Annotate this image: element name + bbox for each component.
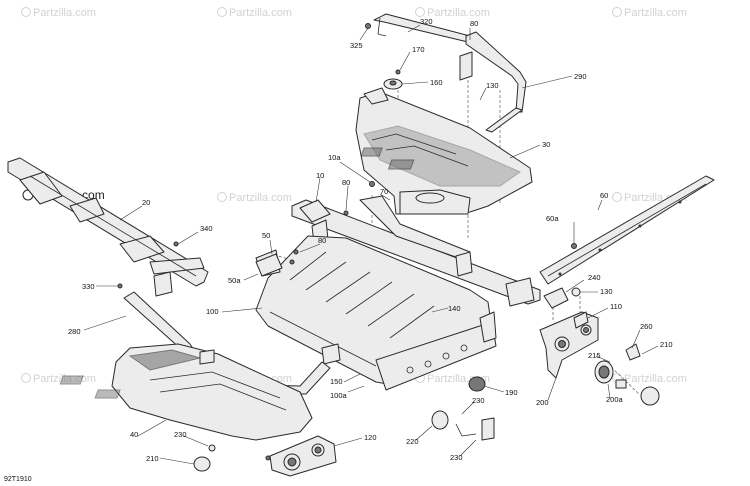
callout-160: 160 [430,78,443,87]
callout-230b: 230 [174,430,187,439]
callout-100a: 100a [330,391,348,400]
callout-80c: 80 [318,236,326,245]
callout-215: 215 [588,351,601,360]
watermark: Partzilla.com [612,7,687,19]
part-30-upper-floor-pan [355,87,533,215]
copyright-circle-icon [612,192,622,202]
callout-60: 60 [600,191,608,200]
copyright-circle-icon [612,7,622,17]
part-240-bracket [543,287,569,309]
callout-110: 110 [610,302,622,311]
copyright-circle-icon [21,7,31,17]
watermark: Partzilla.com [415,7,490,19]
callout-330: 330 [82,282,95,291]
part-10-main-chassis-frame [291,195,541,307]
callout-100: 100 [206,307,219,316]
watermark-text: Partzilla.com [33,7,96,19]
callout-210b: 210 [146,454,159,463]
copyright-circle-icon [217,192,227,202]
callout-120: 120 [364,433,377,442]
watermark: Partzilla.com [21,7,96,19]
callout-40: 40 [130,430,138,439]
misc-hardware [193,249,660,472]
callout-60a: 60a [546,214,559,223]
part-190-grommet [468,376,486,392]
callout-320: 320 [420,17,433,26]
part-230-plug-front [208,444,216,452]
callout-280: 280 [68,327,81,336]
part-60-right-side-rail [539,175,715,285]
callout-50: 50 [262,231,270,240]
callout-325: 325 [350,41,363,50]
callout-10: 10 [316,171,324,180]
callout-240: 240 [588,273,601,282]
part-290-upper-tube-frame [373,13,527,133]
callout-130b: 130 [600,287,613,296]
callout-30: 30 [542,140,550,149]
diagram-code: 92T1910 [4,476,32,483]
watermark-text: Partzilla.com [624,7,687,19]
copyright-circle-icon [415,7,425,17]
watermark: Partzilla.com [217,192,292,204]
part-130-bolt [571,287,581,297]
callout-190: 190 [505,388,518,397]
callout-210: 210 [660,340,673,349]
callout-10a: 10a [328,153,341,162]
part-210-cap-front [193,456,211,472]
callout-130: 130 [486,81,499,90]
copyright-circle-icon [217,7,227,17]
callout-290: 290 [574,72,587,81]
watermark-text: Partzilla.com [624,373,687,385]
callout-20: 20 [142,198,150,207]
part-50-bracket [255,253,283,277]
part-100-lower-floor-pan [255,235,497,391]
part-110-clip [573,311,589,329]
callout-200: 200 [536,398,549,407]
hardware-top [343,23,577,249]
callout-230: 230 [472,396,485,405]
callout-170: 170 [412,45,425,54]
part-120-front-receiver [265,435,337,477]
callout-labels: 325 320 80 170 160 290 130 30 10a 10 80 … [68,17,673,463]
watermark: Partzilla.com [21,373,96,385]
part-220-cap [431,410,449,430]
callout-70: 70 [380,187,388,196]
copyright-circle-icon [21,373,31,383]
watermark-text: Partzilla.com [229,192,292,204]
part-230-plug-right [481,417,495,441]
callout-220: 220 [406,437,419,446]
part-215-plug [615,379,627,389]
part-230-harness [455,423,477,437]
watermark-text: Partzilla.com [229,7,292,19]
callout-150: 150 [330,377,343,386]
leader-lines [83,24,659,465]
part-20-left-side-rail [7,157,209,297]
part-210-cap-rear [640,386,660,406]
callout-140: 140 [448,304,461,313]
watermark: Partzilla.com [217,7,292,19]
part-200-rear-receiver [539,311,599,379]
callout-340: 340 [200,224,213,233]
callout-200a: 200a [606,395,624,404]
part-40-front-floor-pan [59,343,313,441]
watermark-text: Partzilla.com [427,7,490,19]
callout-80b: 80 [342,178,350,187]
callout-230c: 230 [450,453,463,462]
callout-80: 80 [470,19,478,28]
callout-50a: 50a [228,276,241,285]
callout-260: 260 [640,322,653,331]
